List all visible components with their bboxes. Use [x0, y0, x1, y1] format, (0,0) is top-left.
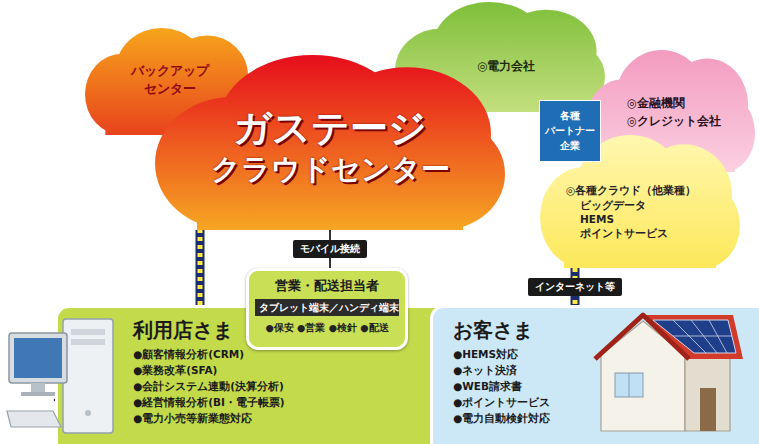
node-text: ポイントサービス: [580, 226, 740, 240]
node-title: ◎金融機関: [627, 94, 755, 112]
solar-grid: [673, 336, 732, 337]
node-text: HEMS: [580, 212, 740, 226]
node-title: ◎各種クラウド（他業種）: [566, 183, 740, 198]
node-text: ●HEMS対応: [453, 346, 759, 362]
house-side-wall: [685, 355, 730, 431]
monitor-base: [21, 392, 55, 396]
window: [615, 373, 643, 397]
door: [700, 388, 716, 431]
edge-label: モバイル接続: [293, 240, 367, 258]
edge-label: インターネット等: [528, 278, 622, 296]
partner-box: 各種 パートナー 企業: [539, 100, 601, 162]
solar-grid: [709, 320, 727, 353]
node-title: 営業・配送担当者: [255, 277, 399, 295]
node-title: バックアップ センター: [131, 62, 209, 98]
node-text: ◎クレジット会社: [627, 112, 755, 130]
monitor-screen: [14, 338, 62, 378]
keyboard: [7, 411, 61, 427]
monitor-stand: [31, 383, 45, 393]
node-text: ●ネット決済: [453, 362, 759, 378]
cloud-node: ガステージクラウドセンター: [155, 55, 505, 230]
link-dots: [198, 230, 203, 305]
customer-panel: お客さま ●HEMS対応●ネット決済●WEB請求書●ポイントサービス●電力自動検針…: [430, 305, 759, 444]
drive-slot: [71, 339, 105, 345]
solar-grid: [691, 320, 717, 353]
node-title: 各種 パートナー 企業: [545, 108, 595, 153]
node-text: ●WEB請求書: [453, 378, 759, 394]
solar-panel: [653, 320, 736, 353]
node-text: ●電力自動検針対応: [453, 410, 759, 426]
node-title: ガステージ: [155, 105, 505, 151]
solar-grid: [673, 320, 706, 353]
node-title: ◎電力会社: [477, 58, 605, 75]
drive-slot: [71, 329, 105, 335]
node-text: ●保安 ●営業 ●検針 ●配送: [255, 321, 399, 335]
pc-tower: [63, 319, 113, 433]
link-line: [196, 230, 205, 305]
node-text: ビッグデータ: [580, 198, 740, 212]
node-text: ●ポイントサービス: [453, 394, 759, 410]
node-text: クラウドセンター: [155, 151, 505, 187]
connector: [200, 230, 201, 305]
staff-box: 営業・配送担当者タブレット端末／ハンディ端末 ●保安 ●営業 ●検針 ●配送: [246, 268, 408, 350]
node-text: タブレット端末／ハンディ端末: [255, 299, 399, 316]
monitor: [9, 333, 67, 383]
window-frame: [629, 373, 630, 397]
roof: [643, 315, 743, 359]
power-button: [85, 410, 91, 416]
node-title: お客さま: [453, 316, 759, 344]
